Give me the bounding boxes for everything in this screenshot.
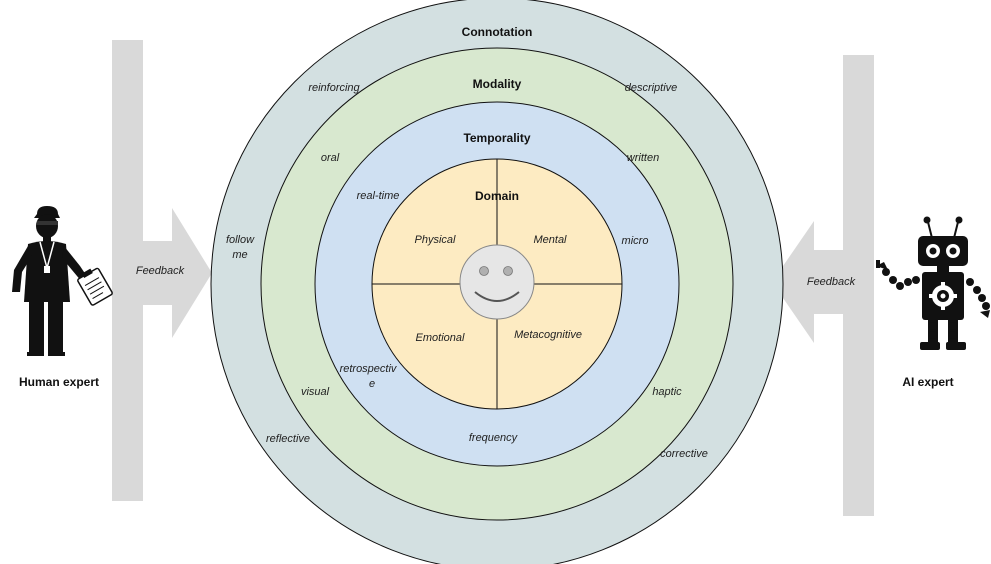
modality-title: Modality [473,77,522,91]
human-expert-label: Human expert [19,375,99,389]
temporality-label-retrospective-line1: retrospectiv [340,363,398,375]
right-feedback-label: Feedback [807,276,856,288]
domain-quadrant-emotional: Emotional [416,332,465,344]
left-feedback-arrow: Feedback [112,40,212,501]
right-feedback-arrow: Feedback [772,55,874,516]
modality-label-oral: oral [321,152,340,164]
domain-title: Domain [475,189,519,203]
temporality-label-micro: micro [622,235,649,247]
smiley-face-icon [459,244,535,320]
domain-quadrant-physical: Physical [415,234,457,246]
connotation-title: Connotation [462,25,533,39]
right-arrow-shape [772,221,874,343]
robot-icon [876,216,990,350]
connotation-label-descriptive: descriptive [625,82,678,94]
connotation-label-me: me [232,249,247,261]
modality-label-written: written [627,152,659,164]
connotation-label-reinforcing: reinforcing [308,82,360,94]
human-expert-icon [12,206,113,356]
modality-label-visual: visual [301,386,330,398]
temporality-title: Temporality [463,131,530,145]
connotation-label-corrective: corrective [660,448,708,460]
temporality-label-real-time: real-time [357,190,400,202]
left-arrow-shape [112,208,212,338]
temporality-label-frequency: frequency [469,432,519,444]
modality-label-haptic: haptic [652,386,682,398]
domain-quadrant-mental: Mental [533,234,567,246]
connotation-label-follow: follow [226,234,255,246]
ai-expert-label: AI expert [902,375,953,389]
domain-quadrant-metacognitive: Metacognitive [514,329,582,341]
connotation-label-reflective: reflective [266,433,310,445]
left-feedback-label: Feedback [136,265,185,277]
temporality-label-retrospective-line2: e [369,378,375,390]
